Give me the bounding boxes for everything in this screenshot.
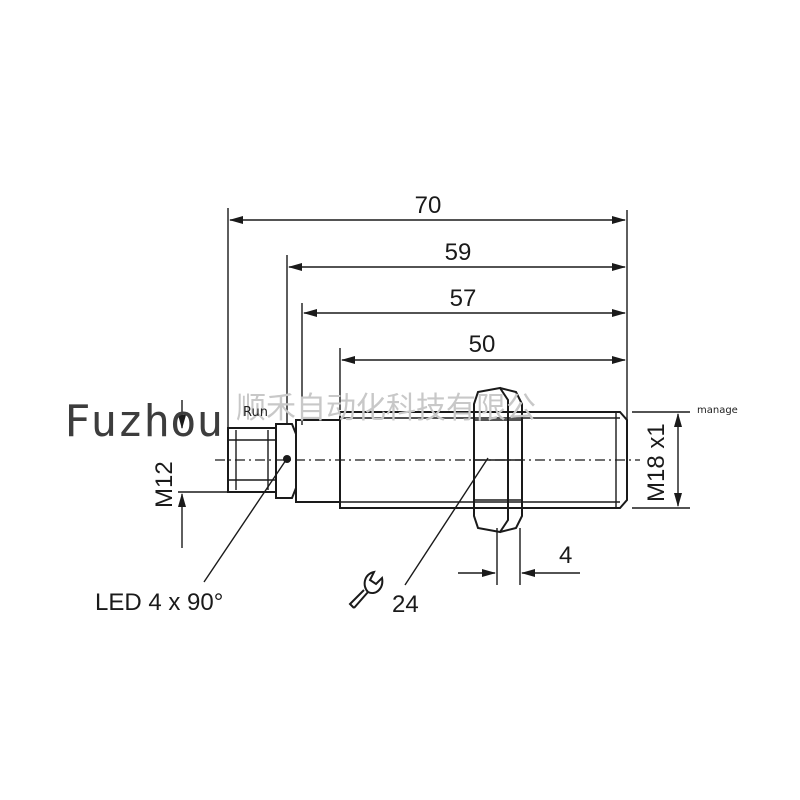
dim-70-label: 70 — [415, 192, 442, 219]
led-label: LED 4 x 90° — [95, 589, 223, 616]
dim-57-label: 57 — [450, 285, 477, 312]
watermark-manage: manage — [697, 405, 738, 416]
extension-lines — [178, 208, 690, 585]
dim-50-label: 50 — [469, 331, 496, 358]
watermark-chinese: 顺禾自动化科技有限公 — [236, 391, 536, 426]
watermark-run: Run — [243, 405, 268, 420]
leader-lines — [203, 457, 489, 586]
dimension-lines — [178, 216, 682, 577]
led-leader — [203, 459, 287, 583]
m12-label: M12 — [151, 461, 178, 508]
m18-label: M18 x1 — [643, 423, 670, 502]
dim-59-label: 59 — [445, 239, 472, 266]
wrench-leader — [404, 457, 489, 586]
nut-thickness-label: 4 — [559, 542, 572, 569]
wrench-icon — [348, 570, 384, 609]
threaded-housing — [339, 411, 628, 509]
watermark: 顺禾自动化科技有限公 Fuzhou Run manage — [64, 391, 738, 447]
watermark-fuzhou: Fuzhou — [64, 396, 223, 447]
sensor-body — [215, 386, 640, 534]
wrench-size-label: 24 — [392, 591, 419, 618]
